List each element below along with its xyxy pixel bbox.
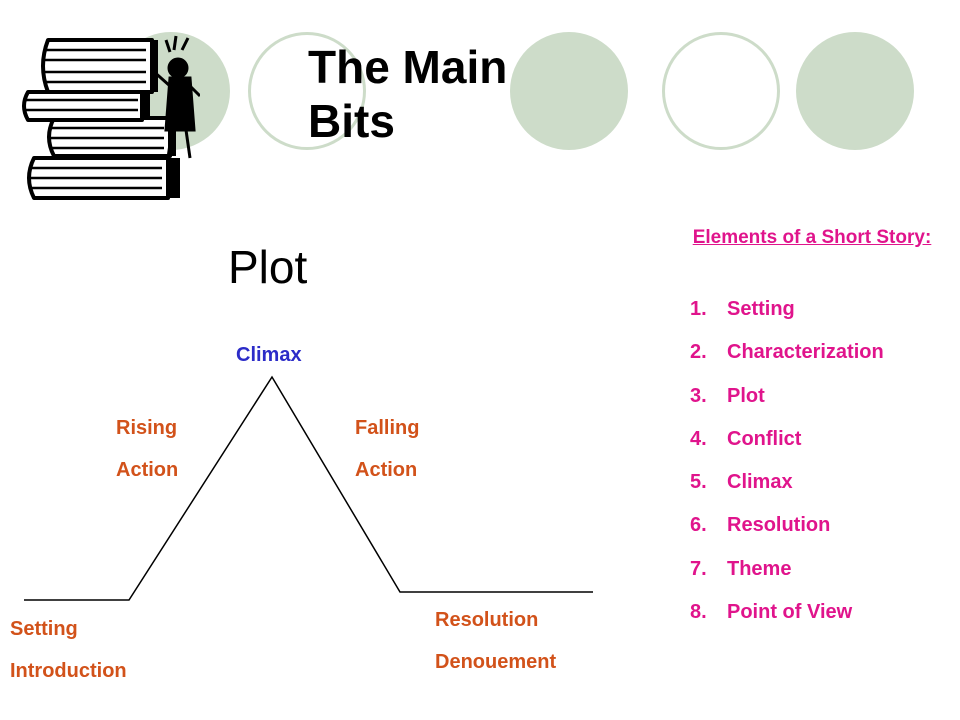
list-item-number: 3. [690,384,707,407]
list-item-number: 8. [690,601,707,624]
list-item: 7. Theme [690,548,884,591]
setting-label: Setting Introduction [10,608,127,692]
list-item: 4. Conflict [690,418,884,461]
list-item: 5. Climax [690,461,884,504]
falling-action-label: Falling Action [355,407,419,491]
setting-line-1: Setting [10,618,78,640]
deco-circle-2 [248,32,366,150]
slide-title: The Main Bits [308,40,507,148]
list-item-label: Climax [727,471,793,494]
deco-circle-3 [510,32,628,150]
list-item-label: Point of View [727,601,853,624]
list-item-number: 4. [690,427,707,450]
elements-list: 1. Setting 2. Characterization 3. Plot 4. Co… [690,288,884,634]
list-item-number: 2. [690,341,707,364]
list-item-label: Plot [727,384,765,407]
resolution-line-2: Denouement [435,651,557,673]
falling-line-2: Action [355,459,418,481]
rising-line-2: Action [116,459,179,481]
resolution-line-1: Resolution [435,609,539,631]
list-item: 3. Plot [690,375,884,418]
list-item-number: 1. [690,298,707,320]
list-item: 8. Point of View [690,591,884,634]
list-item-label: Characterization [727,341,884,364]
books-stack-icon [22,35,200,200]
elements-heading: Elements of a Short Story: [692,227,932,248]
resolution-label: Resolution Denouement [435,599,556,683]
list-item: 1. Setting [690,288,884,331]
rising-line-1: Rising [116,417,178,439]
list-item-number: 6. [690,514,707,537]
title-line-2: Bits [308,95,395,147]
rising-action-label: Rising Action [116,407,178,491]
falling-line-1: Falling [355,417,420,439]
plot-line [24,375,593,601]
list-item-label: Setting [727,298,795,320]
climax-label: Climax [236,344,302,366]
list-item: 2. Characterization [690,331,884,374]
list-item-label: Resolution [727,514,831,537]
title-line-1: The Main [308,41,508,93]
deco-circle-4 [662,32,780,150]
deco-circle-5 [796,32,914,150]
list-item-number: 5. [690,471,707,494]
plot-heading: Plot [228,241,308,293]
list-item: 6. Resolution [690,504,884,547]
list-item-label: Theme [727,557,792,580]
setting-line-2: Introduction [10,660,127,682]
list-item-number: 7. [690,557,707,580]
list-item-label: Conflict [727,427,802,450]
